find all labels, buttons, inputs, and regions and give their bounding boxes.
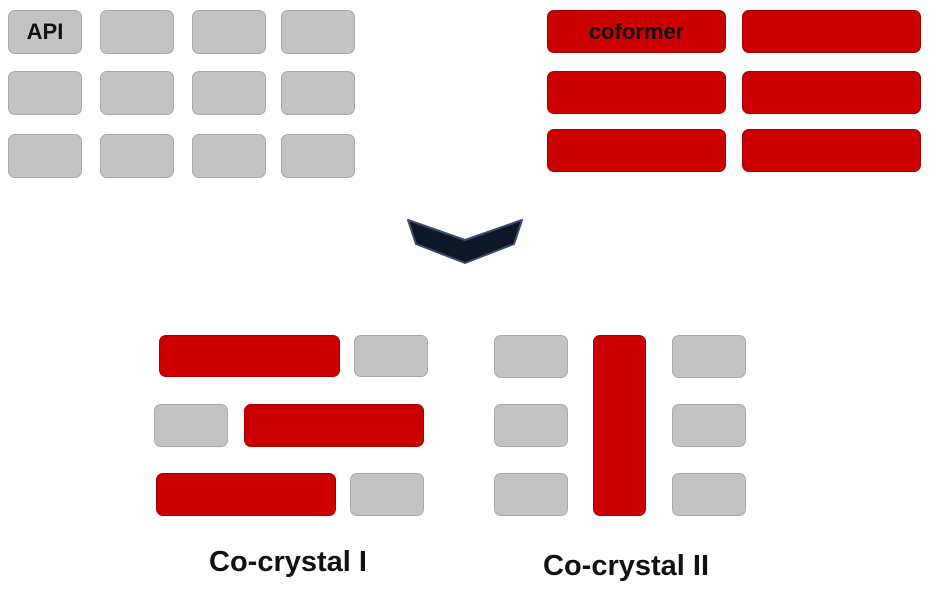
- cocrystal-1-caption: Co-crystal I: [209, 546, 367, 578]
- api-block: [350, 473, 424, 516]
- api-block: [281, 10, 355, 54]
- api-block: [154, 404, 228, 447]
- api-block: [494, 404, 568, 447]
- coformer-block: coformer: [547, 10, 726, 53]
- chevron-down-icon: [407, 219, 523, 264]
- api-block: [672, 335, 746, 378]
- api-block: [192, 10, 266, 54]
- coformer-block: [547, 129, 726, 172]
- coformer-block: [742, 10, 921, 53]
- api-block: [100, 10, 174, 54]
- cocrystal-2-caption: Co-crystal II: [543, 550, 709, 582]
- api-block: API: [8, 10, 82, 54]
- coformer-label: coformer: [588, 18, 685, 44]
- api-block: [281, 71, 355, 115]
- coformer-block: [593, 335, 646, 516]
- api-block: [192, 134, 266, 178]
- api-block: [100, 71, 174, 115]
- api-block: [8, 134, 82, 178]
- api-block: [192, 71, 266, 115]
- api-block: [672, 404, 746, 447]
- api-block: [8, 71, 82, 115]
- coformer-block: [244, 404, 424, 447]
- api-block: [354, 335, 428, 377]
- arrow-shape: [407, 219, 523, 264]
- api-block: [281, 134, 355, 178]
- coformer-block: [742, 129, 921, 172]
- coformer-block: [547, 71, 726, 114]
- api-label: API: [26, 19, 64, 44]
- api-block: [494, 335, 568, 378]
- coformer-block: [159, 335, 340, 377]
- coformer-block: [742, 71, 921, 114]
- coformer-block: [156, 473, 336, 516]
- api-block: [100, 134, 174, 178]
- api-block: [494, 473, 568, 516]
- api-block: [672, 473, 746, 516]
